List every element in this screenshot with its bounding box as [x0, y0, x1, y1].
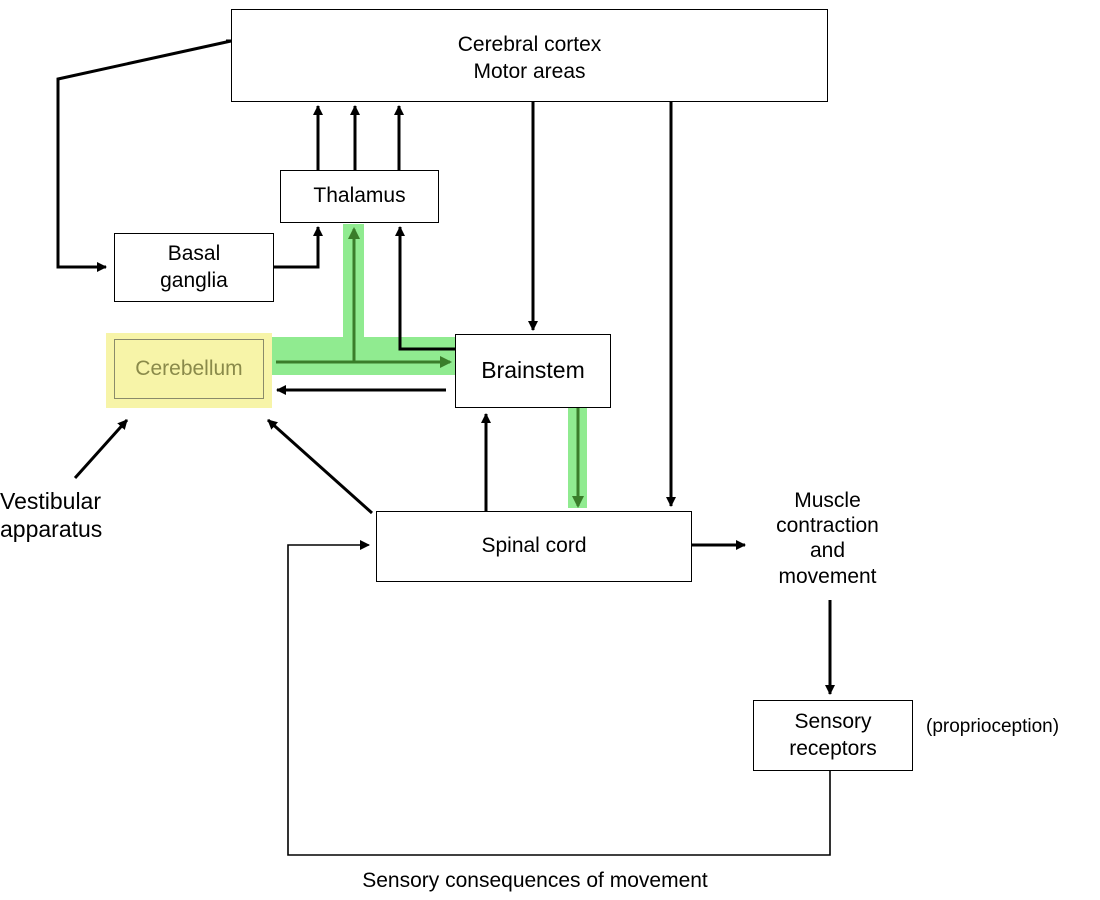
label-proprioception: (proprioception)	[926, 716, 1060, 737]
node-cerebellum: Cerebellum	[106, 333, 272, 408]
node-cerebellum-label: Cerebellum	[135, 356, 243, 380]
label-muscle-contraction: Muscle contraction and movement	[776, 489, 879, 588]
label-sensory-consequences: Sensory consequences of movement	[362, 869, 708, 892]
node-brainstem: Brainstem	[455, 334, 611, 408]
vestibular-to-cerebellum-arrow	[73, 418, 129, 480]
node-sensory-receptors: Sensory receptors	[753, 700, 913, 771]
feedback-loop-arrow	[287, 540, 831, 856]
cortex-to-basal-arrow	[56, 39, 232, 272]
node-basal-ganglia-label: Basal ganglia	[160, 241, 228, 292]
node-spinal-cord: Spinal cord	[376, 511, 692, 582]
node-cerebral-cortex: Cerebral cortex Motor areas	[231, 9, 828, 102]
label-vestibular-apparatus: Vestibular apparatus	[0, 488, 103, 542]
node-cerebral-cortex-label: Cerebral cortex Motor areas	[457, 33, 602, 83]
node-brainstem-label: Brainstem	[481, 357, 585, 384]
node-sensory-receptors-label: Sensory receptors	[789, 709, 877, 760]
node-spinal-cord-label: Spinal cord	[481, 534, 587, 558]
node-thalamus: Thalamus	[280, 170, 439, 223]
node-basal-ganglia: Basal ganglia	[114, 233, 274, 302]
spinal-to-cerebellum-arrow	[267, 418, 373, 515]
node-cerebellum-frame: Cerebellum	[114, 339, 264, 399]
brainstem-to-thalamus-arrow	[395, 226, 455, 351]
basal-to-thalamus-arrow	[274, 226, 323, 269]
node-thalamus-label: Thalamus	[313, 184, 406, 208]
